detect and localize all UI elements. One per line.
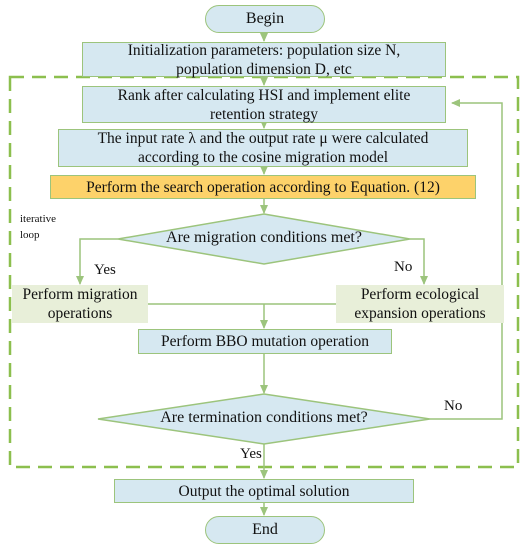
arrow-yes-branch [76, 238, 118, 285]
rank-line-2: retention strategy [209, 105, 319, 123]
migration-decision-label: Are migration conditions met? [166, 229, 362, 246]
iterative-loop-line-1: iterative [20, 213, 57, 225]
iterative-loop-line-2: loop [20, 229, 40, 241]
begin-label: Begin [245, 10, 285, 27]
search-operation-label: Perform the search operation according t… [86, 178, 440, 196]
no-branch-label: No [394, 259, 413, 275]
migration-operations-line-2: operations [47, 305, 113, 322]
termination-no-label: No [444, 398, 463, 414]
arrow-no-branch [410, 238, 428, 285]
termination-decision-label: Are termination conditions met? [160, 409, 368, 426]
search-operation-box: Perform the search operation according t… [50, 175, 476, 199]
output-box: Output the optimal solution [114, 479, 414, 503]
migration-decision-diamond [117, 213, 411, 265]
end-terminal: End [205, 516, 325, 544]
initialization-line-1: Initialization parameters: population si… [127, 41, 401, 59]
ecological-expansion-box: Perform ecological expansion operations [336, 285, 504, 323]
rate-line-1: The input rate λ and the output rate μ w… [97, 130, 429, 147]
rank-line-1: Rank after calculating HSI and implement… [117, 86, 411, 104]
migration-operations-line-1: Perform migration [22, 286, 138, 303]
arrow-loop-back [430, 99, 503, 420]
initialization-box: Initialization parameters: population si… [82, 41, 446, 78]
termination-yes-label: Yes [240, 446, 262, 462]
output-label: Output the optimal solution [178, 482, 350, 500]
ecological-expansion-line-1: Perform ecological [360, 286, 480, 303]
rate-line-2: according to the cosine migration model [137, 149, 389, 166]
rate-box: The input rate λ and the output rate μ w… [58, 129, 468, 167]
ecological-expansion-line-2: expansion operations [354, 305, 486, 322]
yes-branch-label: Yes [94, 262, 116, 278]
rank-box: Rank after calculating HSI and implement… [82, 86, 446, 123]
mutation-box: Perform BBO mutation operation [138, 329, 392, 354]
end-label: End [252, 521, 278, 538]
begin-terminal: Begin [205, 5, 325, 33]
iterative-loop-label: iterative loop [20, 211, 80, 243]
initialization-line-2: population dimension D, etc [176, 60, 352, 78]
migration-operations-box: Perform migration operations [12, 285, 148, 323]
mutation-label: Perform BBO mutation operation [161, 333, 369, 350]
